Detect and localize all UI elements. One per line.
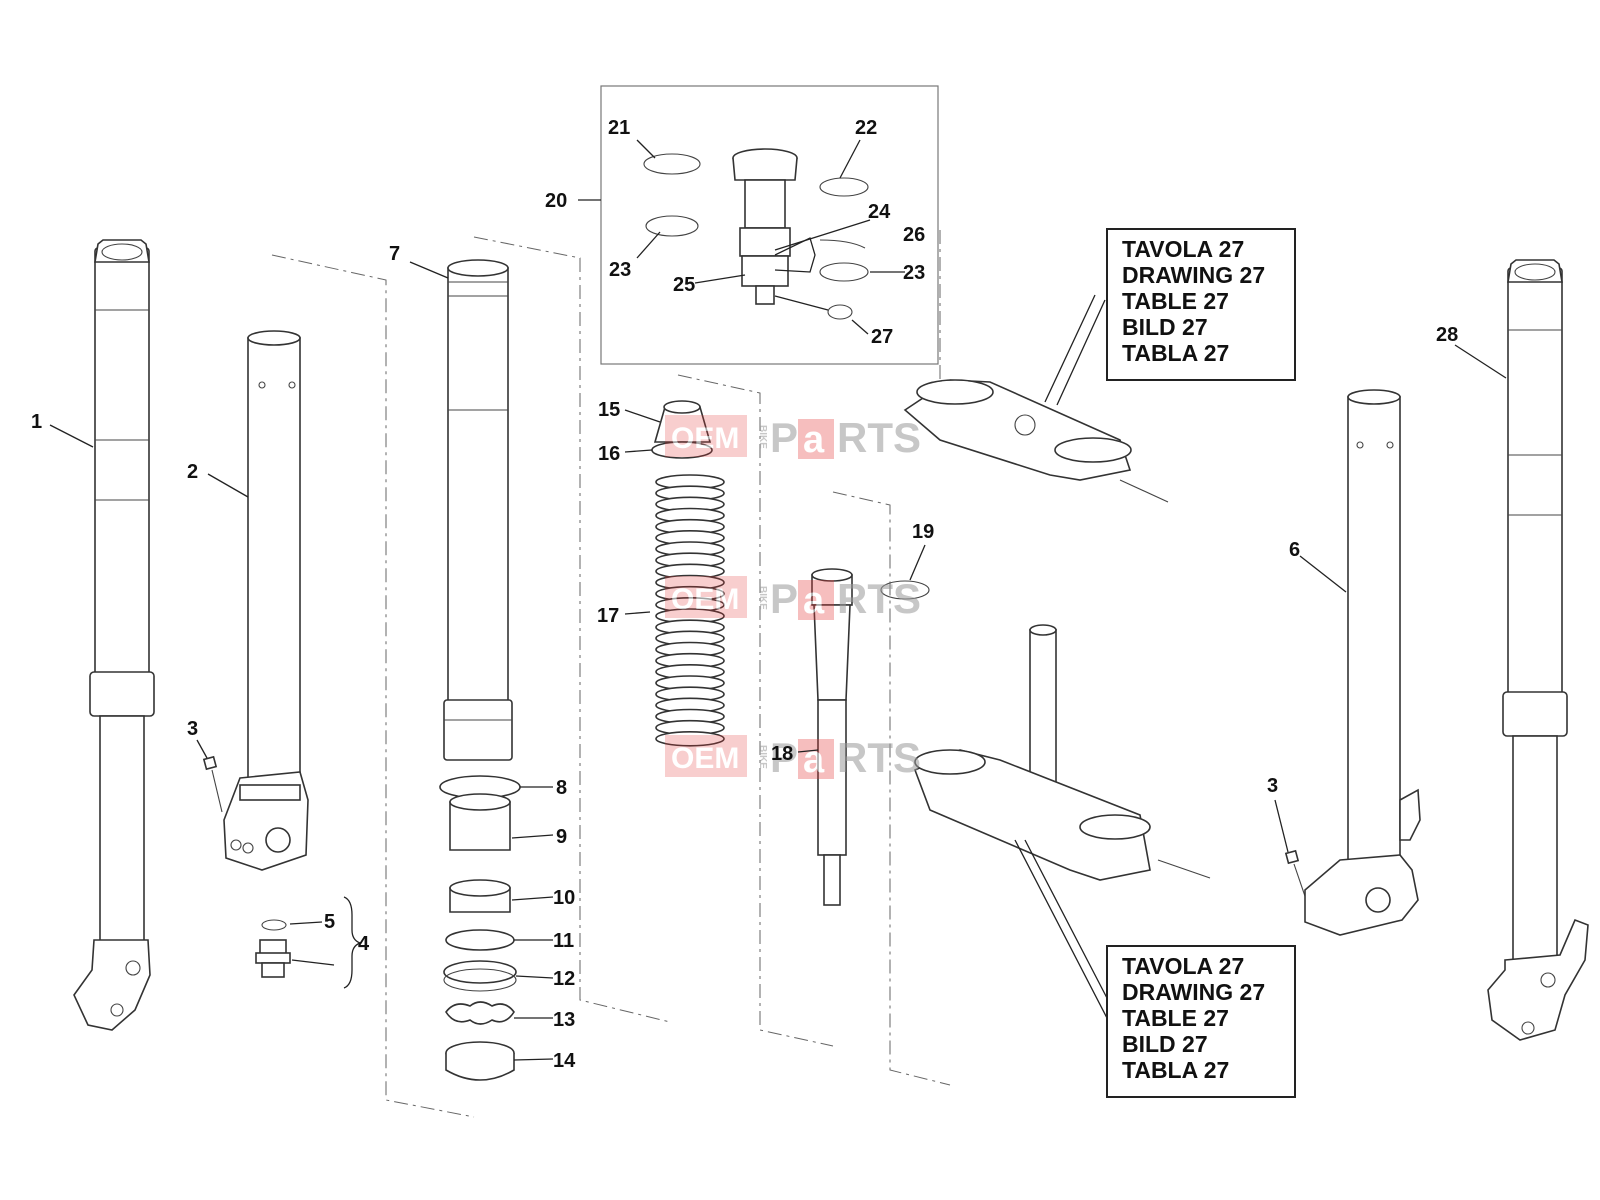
callout-19: 19	[912, 521, 934, 543]
callout-3-right: 3	[1267, 775, 1278, 797]
watermark-a: a	[803, 580, 825, 622]
callout-12: 12	[553, 968, 575, 990]
watermark-rts: RTS	[837, 734, 921, 781]
lower-triple-clamp	[913, 624, 1211, 881]
watermark-p: P	[770, 414, 798, 461]
callout-3-left: 3	[187, 718, 198, 740]
ref-line: BILD 27	[1122, 1031, 1208, 1057]
upper-triple-clamp	[903, 379, 1169, 503]
leader-lines	[49, 139, 1507, 1061]
callout-20: 20	[545, 190, 567, 212]
ref-line: TABLE 27	[1122, 1005, 1229, 1031]
callout-10: 10	[553, 887, 575, 909]
watermark-a: a	[803, 739, 825, 781]
watermark-bike: BIKE	[757, 425, 768, 449]
callout-15: 15	[598, 399, 620, 421]
callout-11: 11	[553, 930, 574, 952]
callout-25: 25	[673, 274, 695, 296]
callout-4: 4	[358, 933, 370, 955]
reference-box-lower: TAVOLA 27 DRAWING 27 TABLE 27 BILD 27 TA…	[1106, 945, 1296, 1098]
ref-line: TAVOLA 27	[1122, 236, 1245, 262]
callout-2: 2	[187, 461, 198, 483]
callout-14: 14	[553, 1050, 576, 1072]
watermark-a: a	[803, 419, 825, 461]
watermark-bike: BIKE	[757, 586, 768, 610]
cartridge-kit-box	[600, 85, 939, 365]
ref-line: DRAWING 27	[1122, 262, 1266, 288]
watermark-oem: OEM	[671, 742, 739, 775]
fork-leg-left	[73, 239, 155, 1031]
callout-23-right: 23	[903, 262, 925, 284]
ref-line: TABLA 27	[1122, 340, 1230, 366]
watermark-oem: OEM	[671, 422, 739, 455]
callout-28: 28	[1436, 324, 1458, 346]
spring-retainer	[651, 400, 713, 459]
callout-9: 9	[556, 826, 567, 848]
callout-13: 13	[553, 1009, 575, 1031]
callout-6: 6	[1289, 539, 1300, 561]
watermark-2: OEM BIKE P a RTS	[665, 575, 921, 622]
ref-line: TABLA 27	[1122, 1057, 1230, 1083]
spring-coil	[655, 730, 725, 747]
callout-5: 5	[324, 911, 335, 933]
callout-16: 16	[598, 443, 620, 465]
watermark-group: OEM BIKE P a RTS OEM BIKE P a RTS OEM BI…	[665, 414, 921, 781]
watermark-1: OEM BIKE P a RTS	[665, 414, 921, 461]
outer-tube-left	[223, 330, 309, 871]
inner-tube	[443, 259, 513, 761]
assembly-guides	[271, 230, 951, 1118]
callout-23-left: 23	[609, 259, 631, 281]
damper-rod	[811, 568, 930, 906]
callout-27: 27	[871, 326, 893, 348]
callout-8: 8	[556, 777, 567, 799]
watermark-rts: RTS	[837, 575, 921, 622]
fork-spring	[655, 474, 725, 747]
watermark-bike: BIKE	[757, 745, 768, 769]
fork-leg-right	[1487, 259, 1589, 1041]
axle-clamp-screw-left	[202, 755, 223, 813]
callout-26: 26	[903, 224, 925, 246]
ref-line: BILD 27	[1122, 314, 1208, 340]
fork-seal-stack	[439, 775, 521, 1081]
watermark-rts: RTS	[837, 414, 921, 461]
callouts: 1 2 3 3 4 5 6 7 8 9 10 11 12 13 14 15 16…	[31, 117, 1458, 1072]
watermark-p: P	[770, 734, 798, 781]
outer-tube-right	[1304, 389, 1421, 936]
callout-17: 17	[597, 605, 619, 627]
reference-box-upper: TAVOLA 27 DRAWING 27 TABLE 27 BILD 27 TA…	[1106, 228, 1296, 381]
watermark-3: OEM BIKE P a RTS	[665, 734, 921, 781]
callout-22: 22	[855, 117, 877, 139]
callout-7: 7	[389, 243, 400, 265]
callout-21: 21	[608, 117, 630, 139]
watermark-p: P	[770, 575, 798, 622]
callout-1: 1	[31, 411, 42, 433]
callout-18: 18	[771, 743, 793, 765]
callout-24: 24	[868, 201, 891, 223]
watermark-oem: OEM	[671, 583, 739, 616]
ref-line: DRAWING 27	[1122, 979, 1266, 1005]
ref-line: TAVOLA 27	[1122, 953, 1245, 979]
bleed-screw-assembly	[255, 919, 291, 978]
ref-line: TABLE 27	[1122, 288, 1229, 314]
